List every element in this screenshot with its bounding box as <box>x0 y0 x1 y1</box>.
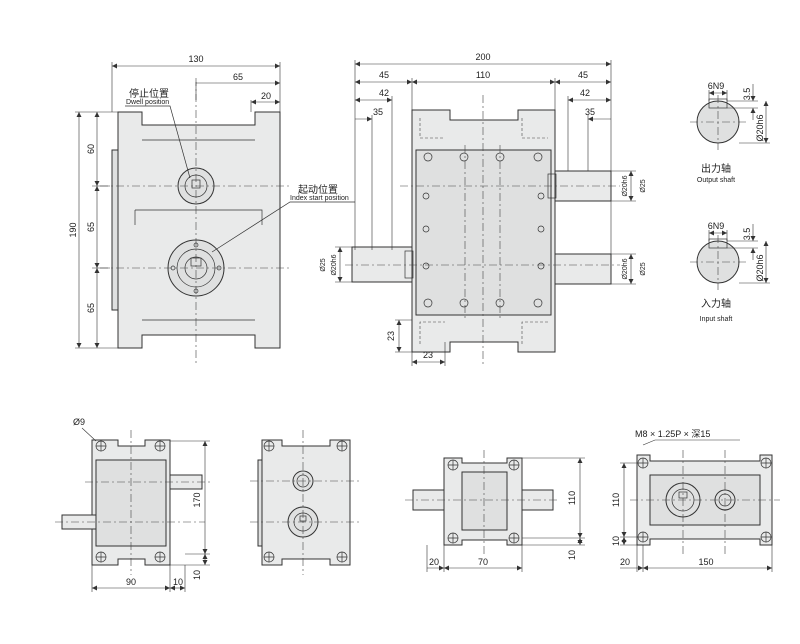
front-view: 130 65 20 190 60 65 65 停止位置 Dwell positi… <box>68 54 355 365</box>
output-shaft-label-cn: 出力轴 <box>701 162 731 175</box>
mount-c-base: 10 <box>567 550 577 560</box>
mount-a-height: 170 <box>192 492 202 507</box>
dim-top-left-overhang: 45 <box>379 70 389 80</box>
output-shaft-detail: 6N9 3.5 Ø20h6 出力轴 Output shaft <box>690 81 770 184</box>
mount-d-thread: M8 × 1.25P × 深15 <box>635 429 710 439</box>
dim-top-right-overhang: 45 <box>578 70 588 80</box>
mount-d-edge: 20 <box>620 557 630 567</box>
dwell-position-label-cn: 停止位置 <box>129 87 169 100</box>
index-start-label-en: Index start position <box>290 195 349 202</box>
mount-c-height: 110 <box>567 491 577 505</box>
dim-top-left-35: 35 <box>373 107 383 117</box>
dim-top-left-42: 42 <box>379 88 389 98</box>
mount-a-base: 10 <box>192 570 202 580</box>
dim-output-fit-upper: Ø20h6 <box>622 175 629 196</box>
mount-d-height: 110 <box>611 493 621 507</box>
dim-top-right-35: 35 <box>585 107 595 117</box>
dim-front-half: 65 <box>233 72 243 82</box>
dim-top-foot-width: 23 <box>423 350 433 360</box>
mount-d-base: 10 <box>611 536 621 546</box>
dim-front-middle: 65 <box>86 222 96 232</box>
dim-output-fit-lower: Ø20h6 <box>622 258 629 279</box>
input-shaft-label-cn: 入力轴 <box>701 297 731 310</box>
dwell-position-label-en: Dwell position <box>126 99 169 106</box>
dim-front-edge: 20 <box>261 91 271 101</box>
mount-a-width: 90 <box>126 577 136 587</box>
dim-front-bottom: 65 <box>86 303 96 313</box>
dim-front-top: 60 <box>86 144 96 154</box>
dim-output-dia-lower: Ø25 <box>640 262 647 275</box>
input-shaft-label-en: Input shaft <box>700 316 733 323</box>
index-start-label-cn: 起动位置 <box>298 183 338 196</box>
dim-top-foot-height: 23 <box>386 331 396 341</box>
input-key-depth: 3.5 <box>742 228 752 241</box>
dim-front-width: 130 <box>188 54 203 64</box>
dim-input-shaft-dia: Ø25 <box>320 258 327 271</box>
dim-input-shaft-fit: Ø20h6 <box>331 254 338 275</box>
mount-c-width: 70 <box>478 557 488 567</box>
mount-c-edge: 20 <box>429 557 439 567</box>
dim-top-body: 110 <box>476 70 490 80</box>
mount-view-a: Ø9 90 10 170 10 <box>55 417 210 592</box>
dim-front-height: 190 <box>68 222 78 237</box>
dim-top-right-42: 42 <box>580 88 590 98</box>
mount-view-b <box>250 430 360 575</box>
input-key-width: 6N9 <box>708 221 725 231</box>
dim-output-dia-upper: Ø25 <box>640 179 647 192</box>
mount-view-c: 70 20 110 10 <box>405 450 585 572</box>
input-shaft-detail: 6N9 3.5 Ø20h6 入力轴 Input shaft <box>690 221 770 323</box>
top-view: 200 45 110 45 42 42 35 35 Ø25 Ø20h6 Ø20h… <box>320 52 647 366</box>
output-key-depth: 3.5 <box>742 88 752 101</box>
output-key-width: 6N9 <box>708 81 725 91</box>
mount-d-width: 150 <box>698 557 713 567</box>
mount-a-edge: 10 <box>173 577 183 587</box>
output-shaft-label-en: Output shaft <box>697 177 735 184</box>
dim-top-total: 200 <box>475 52 490 62</box>
output-shaft-dia: Ø20h6 <box>755 114 765 141</box>
input-shaft-dia: Ø20h6 <box>755 254 765 281</box>
mount-a-hole-dia: Ø9 <box>73 417 85 427</box>
mount-view-d: M8 × 1.25P × 深15 110 10 150 20 <box>611 429 780 572</box>
